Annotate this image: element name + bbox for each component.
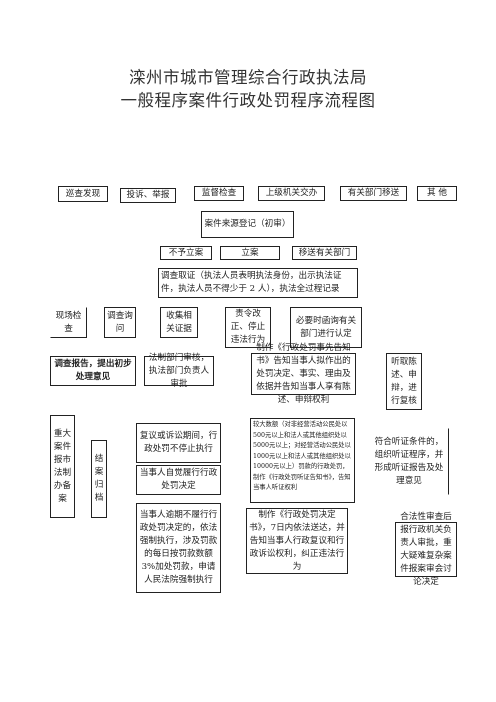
hearing-procedure: 符合听证条件的，组织听证程序，并形成听证报告及处理意见 — [369, 428, 449, 495]
large-fine-hearing-notice: 较大数额（对非经营活动公民处以500元以上和法人或其他组织处以5000元以上；对… — [250, 418, 355, 503]
listen-defense: 听取陈述、申辩，进行复核 — [386, 353, 422, 410]
decision-case: 立案 — [220, 246, 280, 260]
source-transfer: 有关部门移送 — [340, 186, 407, 201]
source-patrol: 巡查发现 — [58, 186, 108, 202]
prior-notice: 制作《行政处罚事先告知书》告知当事人拟作出的处罚决定、事实、理由及依据并告知当事… — [251, 343, 356, 405]
reconsider-not-suspend: 复议或诉讼期间，行政处罚不停止执行 — [136, 423, 221, 463]
decision-no-case: 不予立案 — [160, 246, 212, 260]
source-other: 其 他 — [417, 186, 457, 201]
title-line1: 滦州市城市管理综合行政执法局 — [129, 68, 367, 87]
source-complaint: 投诉、举报 — [120, 188, 176, 203]
case-register: 案件来源登记（初审） — [201, 211, 294, 238]
self-perform: 当事人自觉履行行政处罚决定 — [136, 465, 221, 495]
legality-review: 合法性审查后报行政机关负责人审批，重大疑难复杂案件报案审会讨论决定 — [395, 512, 457, 587]
investigation: 调查取证（执法人员表明执法身份，出示执法证件，执法人员不得少于 2 人），执法全… — [158, 268, 358, 298]
source-superior: 上级机关交办 — [258, 186, 325, 201]
legal-review: 法制部门审核，执法部门负责人审批 — [144, 353, 214, 389]
method-rectify: 责令改正、停止违法行为 — [225, 307, 271, 348]
method-site-inspection: 现场检查 — [50, 307, 87, 338]
major-case-filing: 重大案件报市法制办备案 — [50, 415, 75, 518]
method-evidence: 收集相关证据 — [160, 307, 198, 338]
source-supervision: 监督检查 — [194, 186, 244, 201]
method-inquiry: 调查询问 — [104, 307, 136, 338]
penalty-decision-doc: 制作《行政处罚决定书》，7日内依法送达，并告知当事人行政复议和行政诉讼权利，纠正… — [246, 508, 348, 574]
method-consult: 必要时函询有关部门进行认定 — [290, 307, 362, 348]
investigation-report: 调查报告，提出初步处理意见 — [50, 356, 136, 386]
title-line2: 一般程序案件行政处罚程序流程图 — [120, 91, 376, 110]
decision-transfer: 移送有关部门 — [292, 246, 357, 260]
forced-execution: 当事人逾期不履行行政处罚决定的，依法强制执行，涉及罚款的每日按罚款数额 3%加处… — [136, 503, 221, 593]
case-close-archive: 结案归档 — [91, 440, 107, 518]
